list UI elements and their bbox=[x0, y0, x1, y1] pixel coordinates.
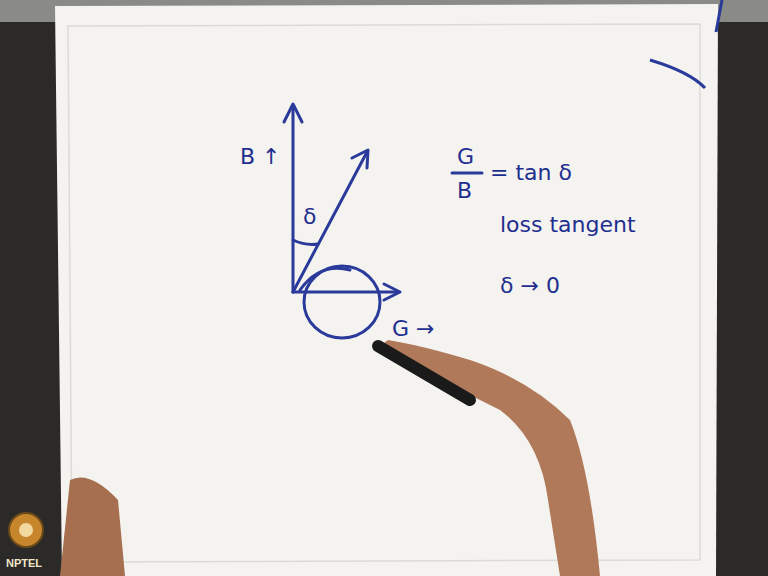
angle-label: δ bbox=[303, 206, 316, 228]
circle-stroke bbox=[300, 268, 350, 290]
paper-sheet bbox=[55, 4, 718, 576]
arrowhead bbox=[284, 104, 302, 122]
pen-mark bbox=[650, 60, 705, 88]
vector-label: B ↑ bbox=[240, 146, 281, 168]
resultant-vector bbox=[293, 152, 367, 292]
pen-mark bbox=[716, 0, 722, 32]
logo-text: NPTEL bbox=[6, 558, 42, 569]
hand bbox=[60, 478, 125, 576]
angle-arc bbox=[293, 240, 318, 245]
circle-sketch bbox=[304, 266, 380, 338]
logo-emblem bbox=[19, 523, 33, 537]
marker-pen bbox=[378, 346, 470, 400]
equation-text: = tan δ bbox=[490, 162, 572, 184]
limit-text: δ → 0 bbox=[500, 275, 560, 297]
arrowhead bbox=[384, 284, 400, 300]
fraction-bar bbox=[452, 172, 482, 175]
note-text: loss tangent bbox=[500, 214, 636, 236]
fraction-denominator: B bbox=[457, 180, 472, 202]
fraction-numerator: G bbox=[457, 146, 474, 168]
arrowhead bbox=[352, 150, 368, 168]
logo-emblem bbox=[9, 513, 43, 547]
paper-margin bbox=[68, 24, 700, 562]
hand bbox=[380, 340, 600, 576]
vertical-vector bbox=[292, 106, 295, 292]
vector-label: G → bbox=[392, 318, 434, 340]
horizontal-vector bbox=[293, 291, 398, 294]
